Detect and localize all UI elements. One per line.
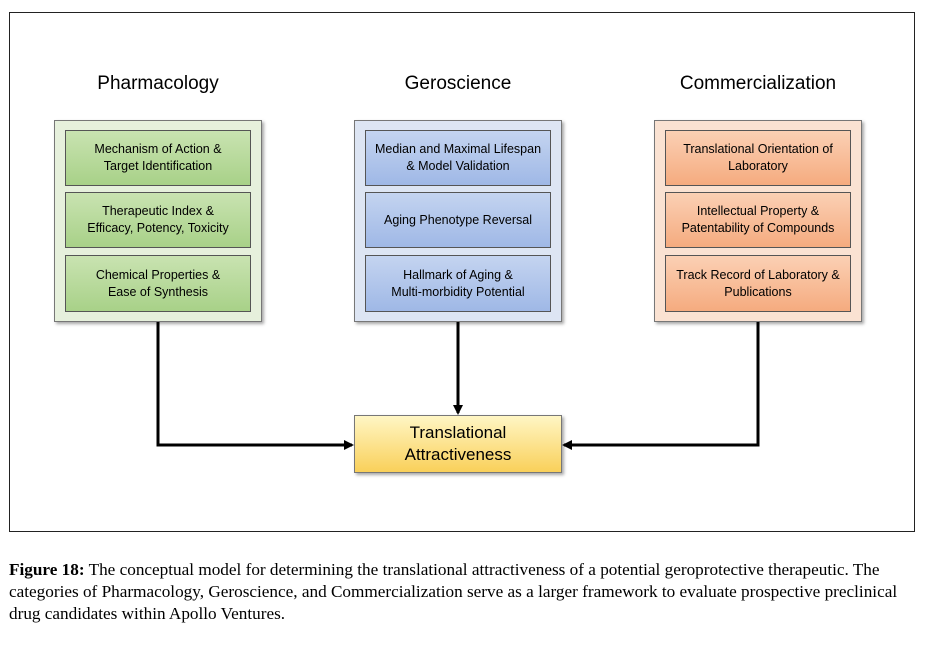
- pharmacology-item-2: Therapeutic Index & Efficacy, Potency, T…: [65, 192, 251, 248]
- commercialization-item-2: Intellectual Property & Patentability of…: [665, 192, 851, 248]
- arrow-pharmacology: [156, 322, 354, 450]
- figure-label: Figure 18:: [9, 560, 85, 579]
- commercialization-item-3: Track Record of Laboratory & Publication…: [665, 255, 851, 312]
- arrow-commercialization: [562, 322, 760, 450]
- pharmacology-item-3: Chemical Properties & Ease of Synthesis: [65, 255, 251, 312]
- geroscience-item-3: Hallmark of Aging & Multi-morbidity Pote…: [365, 255, 551, 312]
- pharmacology-item-1: Mechanism of Action & Target Identificat…: [65, 130, 251, 186]
- panel-commercialization: Translational Orientation of Laboratory …: [654, 120, 862, 322]
- panel-pharmacology: Mechanism of Action & Target Identificat…: [54, 120, 262, 322]
- column-title-geroscience: Geroscience: [404, 73, 512, 94]
- geroscience-item-2: Aging Phenotype Reversal: [365, 192, 551, 248]
- caption-text: The conceptual model for determining the…: [9, 560, 898, 623]
- panel-geroscience: Median and Maximal Lifespan & Model Vali…: [354, 120, 562, 322]
- column-title-commercialization: Commercialization: [679, 73, 837, 94]
- commercialization-item-1: Translational Orientation of Laboratory: [665, 130, 851, 186]
- diagram-frame: [9, 12, 915, 532]
- geroscience-item-1: Median and Maximal Lifespan & Model Vali…: [365, 130, 551, 186]
- figure-caption: Figure 18: The conceptual model for dete…: [9, 559, 919, 625]
- column-title-pharmacology: Pharmacology: [97, 73, 219, 94]
- translational-attractiveness-box: Translational Attractiveness: [354, 415, 562, 473]
